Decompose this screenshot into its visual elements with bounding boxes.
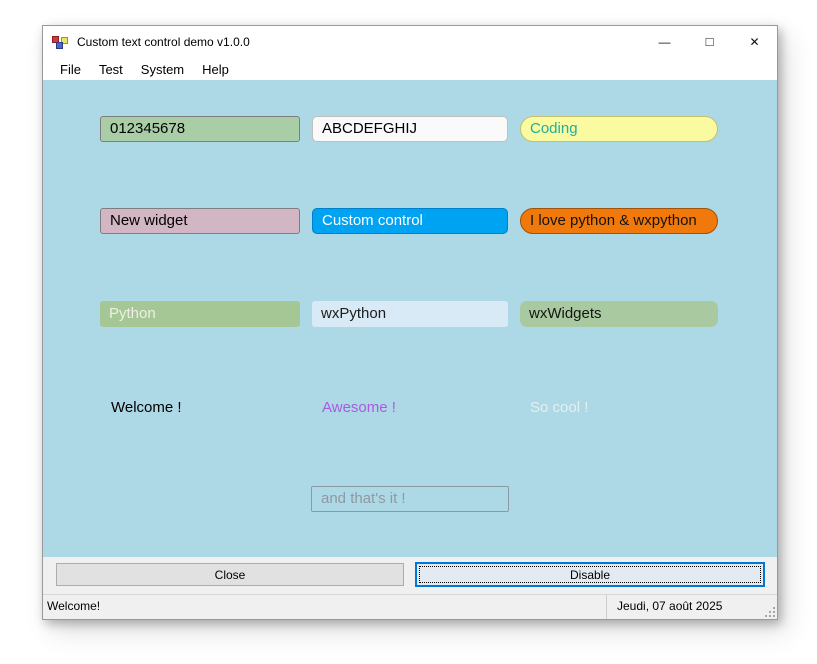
status-message: Welcome!	[43, 595, 606, 619]
text-control-new-widget[interactable]: New widget	[100, 208, 300, 234]
menu-bar: File Test System Help	[43, 58, 777, 80]
menu-item-test[interactable]: Test	[90, 58, 132, 80]
disable-button[interactable]: Disable	[415, 562, 765, 587]
app-icon-blue-cube	[56, 42, 63, 49]
window-title: Custom text control demo v1.0.0	[77, 35, 250, 49]
button-panel: Close Disable	[43, 557, 777, 594]
maximize-icon: □	[706, 34, 714, 49]
client-area: 012345678 ABCDEFGHIJ Coding New widget C…	[43, 80, 777, 557]
status-date: Jeudi, 07 août 2025	[606, 595, 777, 619]
text-control-custom-control[interactable]: Custom control	[312, 208, 508, 234]
text-control-i-love-python[interactable]: I love python & wxpython	[520, 208, 718, 234]
label-welcome: Welcome !	[111, 398, 182, 418]
menu-item-system[interactable]: System	[132, 58, 193, 80]
close-window-button[interactable]: ✕	[732, 26, 777, 58]
close-icon: ✕	[749, 35, 759, 49]
text-control-coding[interactable]: Coding	[520, 116, 718, 142]
close-button[interactable]: Close	[56, 563, 404, 586]
title-bar: Custom text control demo v1.0.0 — □ ✕	[43, 26, 777, 58]
text-control-python[interactable]: Python	[100, 301, 300, 327]
minimize-icon: —	[659, 35, 671, 49]
window-controls: — □ ✕	[642, 26, 777, 58]
maximize-button[interactable]: □	[687, 26, 732, 58]
app-window: Custom text control demo v1.0.0 — □ ✕ Fi…	[42, 25, 778, 620]
menu-item-help[interactable]: Help	[193, 58, 238, 80]
text-control-wxpython[interactable]: wxPython	[312, 301, 508, 327]
menu-item-file[interactable]: File	[51, 58, 90, 80]
minimize-button[interactable]: —	[642, 26, 687, 58]
label-so-cool: So cool !	[530, 398, 588, 418]
text-control-abcdefghij[interactable]: ABCDEFGHIJ	[312, 116, 508, 142]
label-awesome: Awesome !	[322, 398, 396, 418]
status-bar: Welcome! Jeudi, 07 août 2025	[43, 594, 777, 619]
app-icon	[52, 34, 69, 50]
text-control-wxwidgets[interactable]: wxWidgets	[520, 301, 718, 327]
text-control-and-thats-it-disabled[interactable]: and that's it !	[311, 486, 509, 512]
resize-grip-icon[interactable]	[763, 605, 775, 617]
text-control-012345678[interactable]: 012345678	[100, 116, 300, 142]
